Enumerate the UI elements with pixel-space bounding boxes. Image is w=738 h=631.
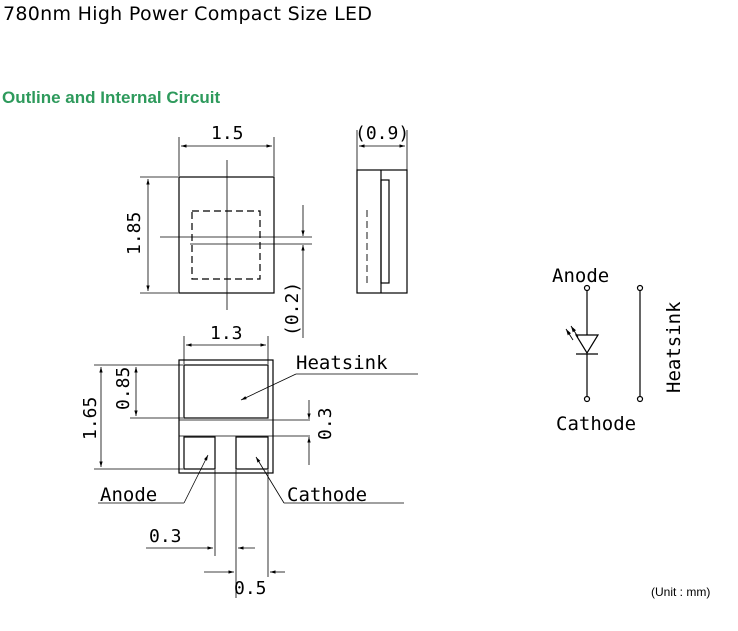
dim-bottom-height: 1.65 — [80, 397, 101, 440]
dim-pad-left: 0.3 — [149, 526, 182, 547]
circuit-cathode-label: Cathode — [556, 413, 636, 435]
cathode-pad — [235, 436, 269, 470]
label-anode: Anode — [100, 484, 157, 506]
top-view-body — [178, 176, 275, 294]
dim-gap-height: 0.3 — [315, 407, 336, 440]
diode-symbol — [574, 334, 600, 355]
dim-side-thickness: (0.9) — [355, 123, 409, 144]
page-title: 780nm High Power Compact Size LED — [3, 3, 373, 25]
top-view-chip-outline — [191, 210, 261, 280]
dim-top-height: 1.85 — [124, 212, 145, 255]
dim-chip-offset: (0.2) — [282, 282, 303, 336]
section-heading: Outline and Internal Circuit — [2, 88, 221, 107]
dim-pad-gap: 0.5 — [234, 578, 267, 599]
label-heatsink: Heatsink — [296, 352, 388, 374]
dim-pad-width: 1.3 — [210, 323, 243, 344]
dim-heatsink-height: 0.85 — [113, 367, 134, 410]
label-cathode: Cathode — [287, 484, 367, 506]
dim-top-width: 1.5 — [211, 123, 244, 144]
circuit-heatsink-label: Heatsink — [663, 301, 685, 393]
bottom-view-body — [178, 359, 274, 474]
heatsink-pad — [183, 364, 269, 419]
anode-pad — [183, 436, 216, 470]
unit-note: (Unit : mm) — [651, 585, 711, 599]
side-view-body — [356, 169, 408, 294]
circuit-anode-label: Anode — [552, 265, 609, 287]
